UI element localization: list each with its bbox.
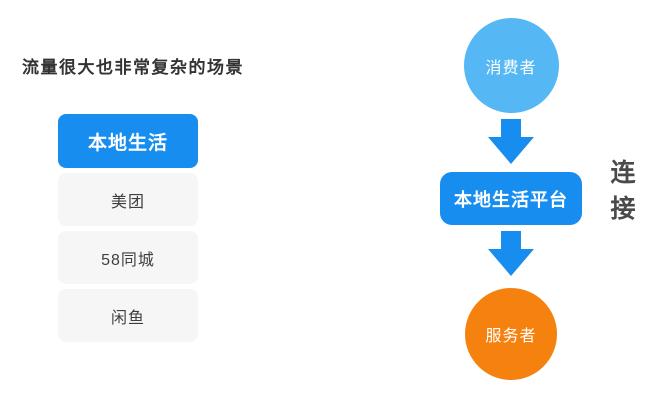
- down-arrow-icon: [488, 119, 534, 164]
- platform-node-label: 本地生活平台: [454, 189, 568, 210]
- connect-label: 连接: [607, 159, 635, 231]
- page-title: 流量很大也非常复杂的场景: [22, 58, 244, 77]
- consumer-node-label: 消费者: [485, 59, 537, 77]
- consumer-node: 消费者: [463, 18, 559, 113]
- list-item-58tongcheng: 58同城: [58, 231, 198, 284]
- platform-list: 本地生活 美团 58同城 闲鱼: [58, 114, 198, 342]
- provider-node: 服务者: [465, 288, 557, 380]
- provider-node-label: 服务者: [485, 328, 537, 345]
- flow-diagram: 消费者 本地生活平台 服务者: [440, 18, 582, 380]
- down-arrow-icon: [488, 231, 534, 276]
- list-item-xianyu: 闲鱼: [58, 289, 198, 342]
- platform-node: 本地生活平台: [440, 172, 582, 225]
- list-item-local-life: 本地生活: [58, 114, 198, 168]
- list-item-meituan: 美团: [58, 173, 198, 226]
